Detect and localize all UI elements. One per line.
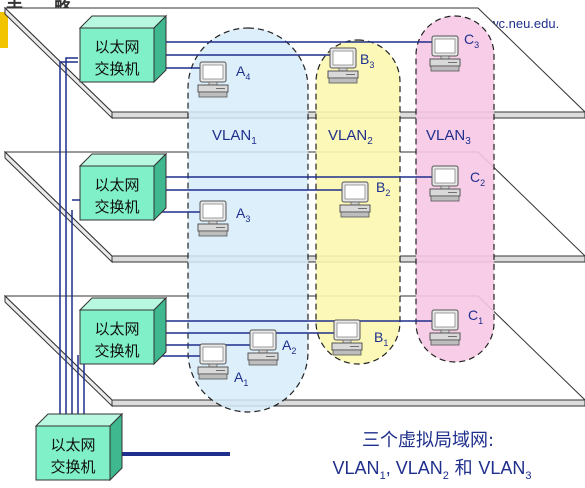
- header-accent-bar: [0, 12, 8, 48]
- computer-a2-label: A2: [282, 337, 296, 356]
- computer-c1: C1: [429, 307, 483, 346]
- computer-c3: C3: [429, 31, 479, 72]
- switch-bottom: 以太网 交换机: [79, 297, 167, 365]
- computer-c1-label: C1: [468, 307, 483, 326]
- computer-a2: A2: [247, 329, 296, 366]
- caption: 三个虚拟局域网: VLAN1, VLAN2 和 VLAN3: [333, 430, 532, 482]
- computer-a4: A4: [197, 61, 250, 98]
- switch-middle-label-2: 交换机: [94, 198, 139, 216]
- computer-c2-label: C2: [470, 169, 485, 188]
- header-url-fragment: /swc.neu.edu.: [479, 16, 559, 31]
- switch-bottom-label-1: 以太网: [94, 320, 139, 338]
- computer-a1-label: A1: [234, 369, 248, 388]
- switch-middle-label-1: 以太网: [94, 176, 139, 194]
- computer-b1-label: B1: [374, 329, 388, 348]
- vlan1-label: VLAN1: [212, 127, 257, 147]
- computer-b3: B3: [327, 47, 374, 84]
- caption-line-1: 三个虚拟局域网:: [362, 430, 494, 451]
- computer-b2-label: B2: [376, 179, 390, 198]
- switch-base: 以太网 交换机: [35, 413, 123, 481]
- computer-c2: C2: [429, 165, 485, 202]
- switch-top-label-2: 交换机: [94, 60, 139, 78]
- vlan2-label: VLAN2: [328, 127, 373, 147]
- vlan3-label: VLAN3: [426, 127, 471, 147]
- switch-top: 以太网 交换机: [79, 15, 167, 83]
- caption-line-2: VLAN1, VLAN2 和 VLAN3: [333, 458, 532, 482]
- computer-c3-label: C3: [464, 31, 479, 50]
- vlan1-region: [187, 27, 309, 413]
- computer-b1: B1: [331, 319, 388, 356]
- computer-b2: B2: [339, 179, 390, 218]
- links: [59, 41, 450, 420]
- computer-b3-label: B3: [360, 51, 374, 70]
- switch-top-label-1: 以太网: [94, 38, 139, 56]
- switch-bottom-label-2: 交换机: [94, 342, 139, 360]
- computer-a4-label: A4: [236, 63, 250, 82]
- switch-base-label-1: 以太网: [50, 436, 95, 454]
- trunk-line: [122, 452, 230, 456]
- computer-a3-label: A3: [236, 205, 250, 224]
- switch-base-label-2: 交换机: [50, 458, 95, 476]
- computer-a3: A3: [197, 200, 250, 237]
- switch-middle: 以太网 交换机: [79, 153, 167, 221]
- computer-a1: A1: [197, 343, 248, 388]
